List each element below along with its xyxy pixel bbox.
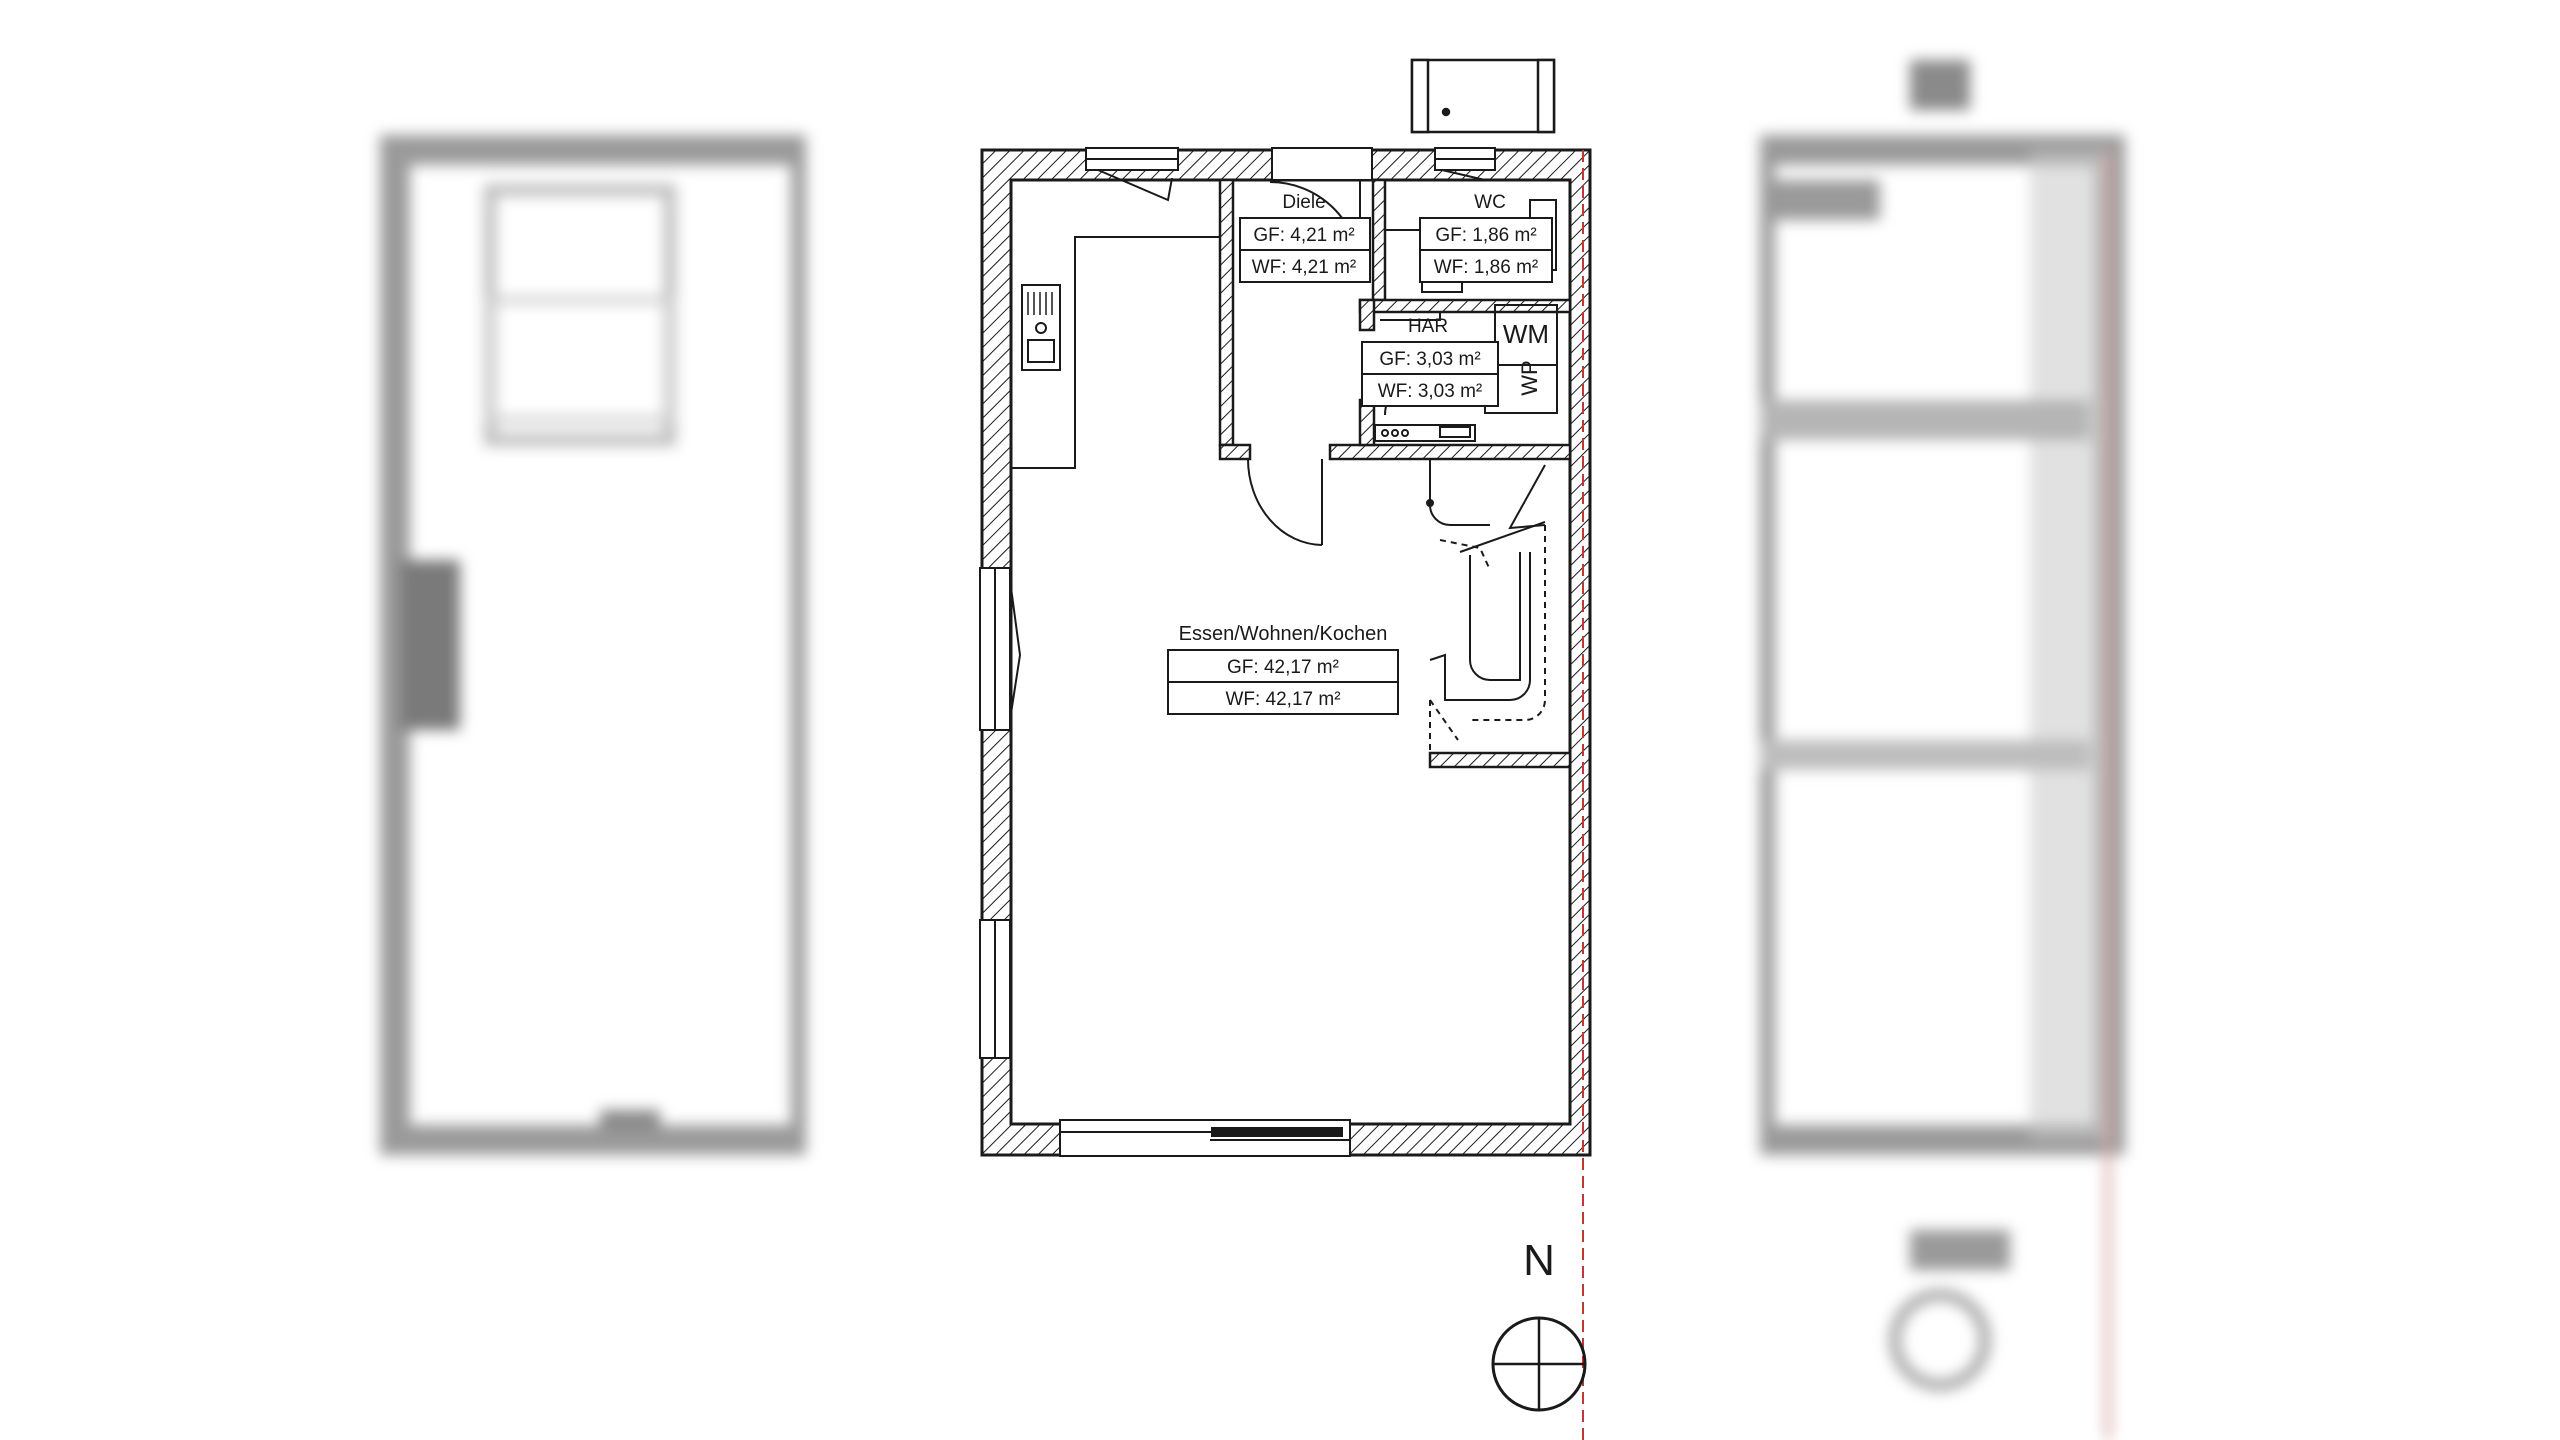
interior-walls xyxy=(1218,178,1572,769)
room-name: HAR xyxy=(1408,316,1448,337)
window-left-lower xyxy=(979,919,1011,1059)
door-diele-living xyxy=(1247,458,1323,546)
heat-pump-label: WP xyxy=(1517,360,1542,395)
room-label-har: HAR GF: 3,03 m² WF: 3,03 m² xyxy=(1361,316,1499,407)
room-gf: GF: 1,86 m² xyxy=(1435,225,1536,246)
room-label-wc: WC GF: 1,86 m² WF: 1,86 m² xyxy=(1419,192,1553,283)
room-name: Diele xyxy=(1282,192,1325,213)
room-name: Essen/Wohnen/Kochen xyxy=(1179,623,1388,645)
room-label-living: Essen/Wohnen/Kochen GF: 42,17 m² WF: 42,… xyxy=(1167,623,1399,715)
compass-north-label: N xyxy=(1523,1236,1555,1285)
patio-sliding-door xyxy=(1059,1119,1351,1157)
room-label-diele: Diele GF: 4,21 m² WF: 4,21 m² xyxy=(1239,192,1371,283)
entrance-step xyxy=(1410,58,1556,134)
staircase xyxy=(1426,460,1546,753)
kitchen-counter xyxy=(1011,236,1220,469)
window-left-upper xyxy=(979,567,1022,731)
window-top-right xyxy=(1434,147,1496,181)
room-gf: GF: 3,03 m² xyxy=(1379,349,1480,370)
room-wf: WF: 4,21 m² xyxy=(1252,257,1357,278)
room-name: WC xyxy=(1474,192,1506,213)
room-wf: WF: 1,86 m² xyxy=(1434,257,1539,278)
washing-machine-label: WM xyxy=(1503,319,1549,349)
window-top-left xyxy=(1085,147,1179,202)
blurred-neighbor-plan-right xyxy=(1760,0,2560,1440)
north-compass: N xyxy=(1491,1236,1587,1412)
room-gf: GF: 4,21 m² xyxy=(1253,225,1354,246)
room-wf: WF: 3,03 m² xyxy=(1378,381,1483,402)
room-wf: WF: 42,17 m² xyxy=(1225,689,1340,710)
blurred-neighbor-plan-left xyxy=(0,0,806,1440)
room-gf: GF: 42,17 m² xyxy=(1227,657,1339,678)
entrance-door xyxy=(1269,147,1373,271)
appliance-labels: WM WP xyxy=(1503,319,1549,396)
